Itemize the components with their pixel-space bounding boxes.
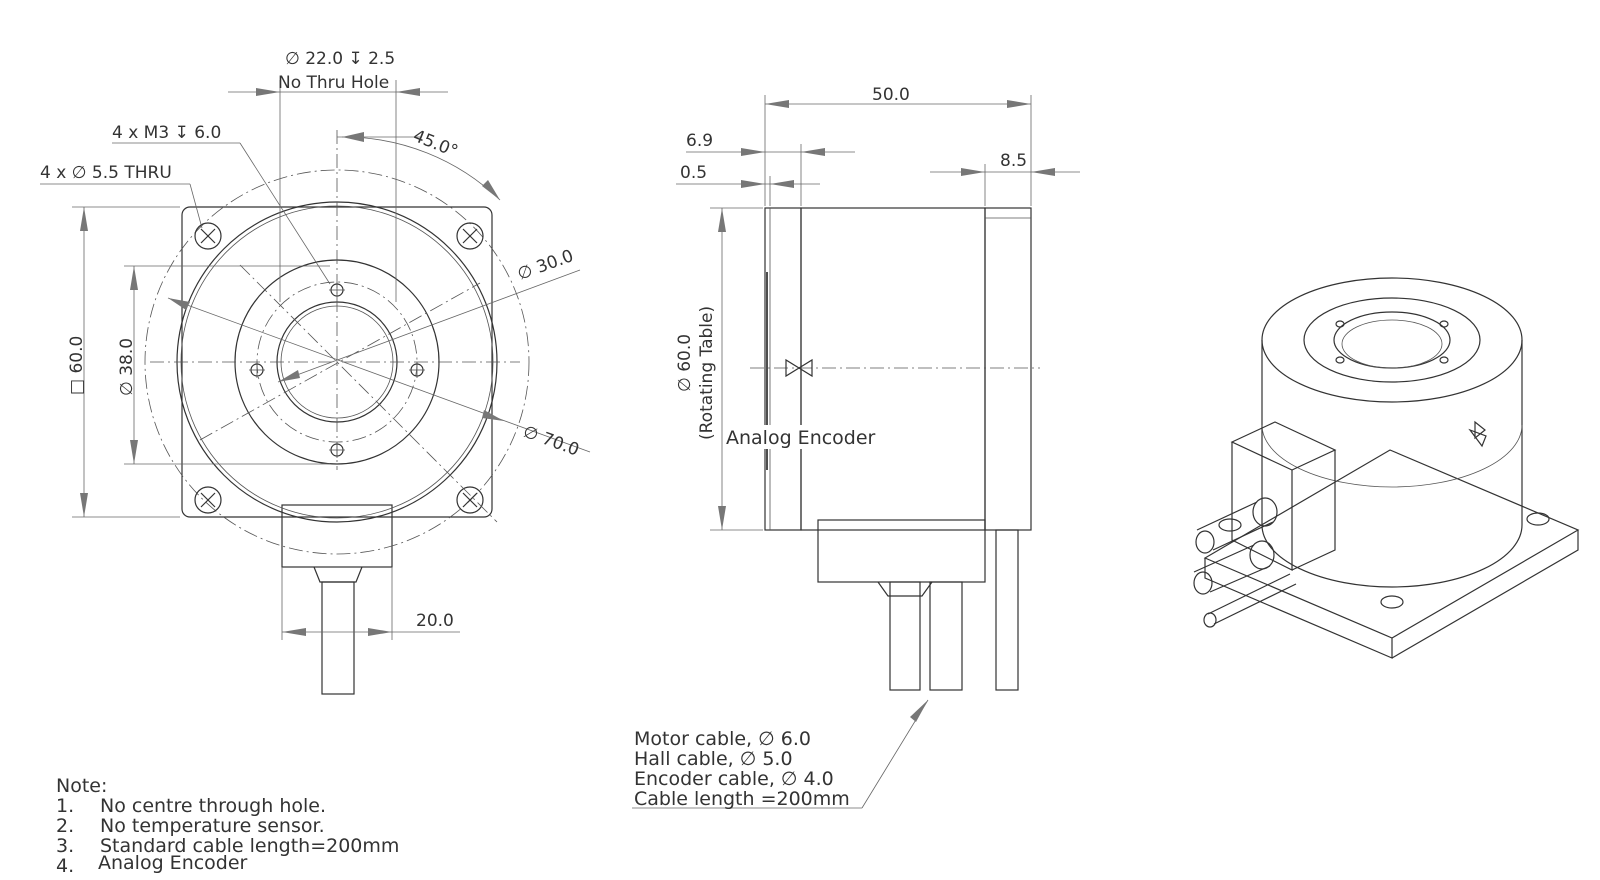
notes-title: Note: [56, 775, 107, 797]
rotating-table-top [1303, 297, 1481, 383]
leader-line [189, 183, 203, 229]
motor-body [800, 207, 986, 531]
iso-cable-box-top [1230, 421, 1337, 471]
square-60-label: □ 60.0 [67, 336, 87, 395]
note-text: No centre through hole. [100, 795, 326, 817]
cable-callout: Motor cable, ∅ 6.0 Hall cable, ∅ 5.0 Enc… [632, 699, 929, 810]
dia-70-label: ∅ 70.0 [520, 422, 581, 461]
note-number: 3. [56, 835, 74, 857]
dia-30-label: ∅ 30.0 [515, 246, 576, 285]
hall-cable [929, 581, 963, 691]
dim-6-9-label: 6.9 [686, 131, 713, 151]
note-text: No temperature sensor. [100, 815, 325, 837]
dim-8-5-label: 8.5 [1000, 151, 1027, 171]
width-20-label: 20.0 [416, 611, 454, 631]
thru-holes-label: 4 x ∅ 5.5 THRU [40, 163, 172, 183]
note-number: 1. [56, 795, 74, 817]
cable-stub [321, 581, 355, 695]
note-number: 2. [56, 815, 74, 837]
base-hole [1380, 595, 1404, 609]
cable-line-4: Cable length =200mm [634, 788, 850, 810]
side-view: 50.0 6.9 0.5 8.5 ∅ 60.0 (Rotating Table)… [675, 85, 1080, 691]
note-text: Standard cable length=200mm [100, 835, 399, 857]
motor-cable [889, 581, 921, 691]
note-number: 4. [56, 855, 74, 877]
note-text: Analog Encoder [98, 852, 248, 874]
dia-70-leader [167, 297, 591, 453]
cable-neck [313, 566, 363, 583]
isometric-view [1193, 277, 1580, 659]
iso-cable-box-side [1291, 450, 1336, 571]
cable-line-3: Encoder cable, ∅ 4.0 [634, 768, 834, 790]
iso-cables [1193, 497, 1297, 628]
dim-0-5-label: 0.5 [680, 163, 707, 183]
bore-inner [1341, 319, 1443, 369]
front-view: ∅ 22.0 ↧ 2.5 No Thru Hole 4 x M3 ↧ 6.0 4… [40, 49, 591, 695]
pcd-70-circle [144, 169, 530, 555]
encoder-symbol [785, 358, 813, 378]
leader-line [239, 142, 331, 285]
length-50-label: 50.0 [872, 85, 910, 105]
cylinder-top [1261, 277, 1523, 403]
bore-note: No Thru Hole [278, 73, 389, 93]
mounting-holes [194, 222, 484, 514]
end-cap [984, 207, 1032, 531]
encoder-label: Analog Encoder [726, 427, 876, 449]
notes: Note: 1. No centre through hole. 2. No t… [56, 775, 399, 877]
tapped-holes-label: 4 x M3 ↧ 6.0 [112, 123, 221, 143]
cable-box [817, 519, 986, 583]
iso-cable-box-front [1231, 442, 1293, 571]
diagonal-centerline-2 [199, 282, 481, 441]
base-plate-side [1204, 558, 1393, 659]
bore-dimension: ∅ 22.0 ↧ 2.5 [285, 49, 395, 69]
cable-box [281, 504, 393, 568]
base-hole [1526, 512, 1550, 526]
rotating-table [764, 207, 802, 531]
base-hole [1218, 518, 1242, 532]
dia-38-label: ∅ 38.0 [117, 338, 137, 396]
dia-30-leader [277, 269, 581, 383]
rotating-table-label: (Rotating Table) [697, 306, 717, 440]
dia-60-label: ∅ 60.0 [675, 334, 695, 392]
cable-line-2: Hall cable, ∅ 5.0 [634, 748, 793, 770]
cylinder-seam [1261, 424, 1523, 488]
cylinder-body [1261, 340, 1523, 588]
encoder-cable [995, 529, 1019, 691]
cable-line-1: Motor cable, ∅ 6.0 [634, 728, 811, 750]
diagonal-centerline [239, 264, 498, 523]
